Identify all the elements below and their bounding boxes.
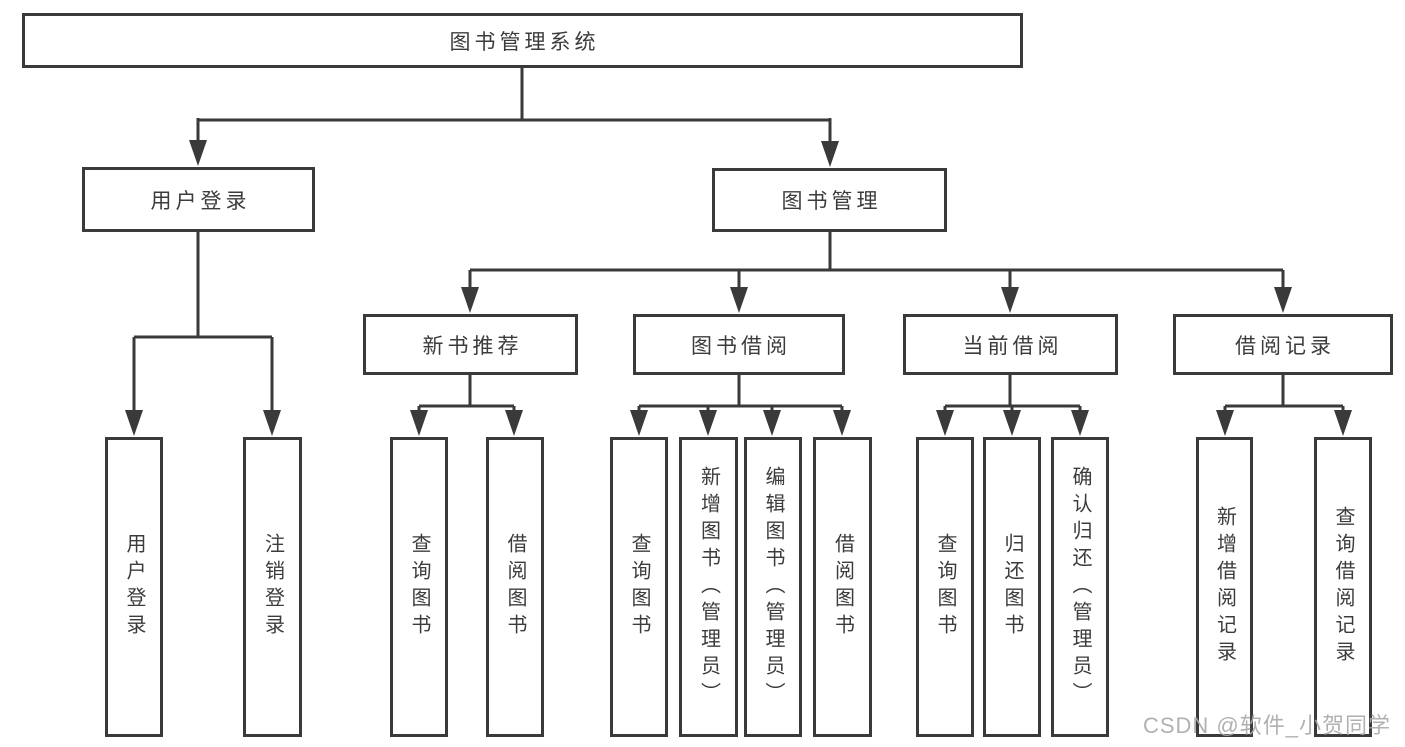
- leaf-user-login-label: 用户登录: [123, 533, 145, 641]
- node-library-system-label: 图书管理系统: [449, 30, 600, 54]
- leaf-edit-books-admin-label: 编辑图书（管理员）: [762, 465, 784, 709]
- leaf-query-books-2: 查询图书: [610, 437, 668, 737]
- node-user-login-label: 用户登录: [150, 189, 251, 213]
- leaf-return-books: 归还图书: [983, 437, 1041, 737]
- leaf-query-books-2-label: 查询图书: [628, 533, 650, 641]
- leaf-logout-label: 注销登录: [261, 533, 284, 641]
- node-borrow-records: 借阅记录: [1173, 314, 1393, 375]
- node-book-management: 图书管理: [712, 168, 947, 232]
- leaf-add-borrow-record-label: 新增借阅记录: [1213, 506, 1236, 668]
- node-book-borrow: 图书借阅: [633, 314, 845, 375]
- node-new-book-recommend: 新书推荐: [363, 314, 578, 375]
- leaf-edit-books-admin: 编辑图书（管理员）: [744, 437, 802, 737]
- node-current-borrow-label: 当前借阅: [962, 334, 1063, 358]
- node-current-borrow: 当前借阅: [903, 314, 1118, 375]
- leaf-add-books-admin: 新增图书（管理员）: [679, 437, 738, 737]
- node-book-management-label: 图书管理: [781, 190, 882, 213]
- leaf-user-login: 用户登录: [105, 437, 163, 737]
- leaf-confirm-return-admin: 确认归还（管理员）: [1051, 437, 1109, 737]
- leaf-query-borrow-record-label: 查询借阅记录: [1332, 506, 1354, 668]
- node-user-login: 用户登录: [82, 167, 315, 232]
- leaf-borrow-books-2: 借阅图书: [813, 437, 872, 737]
- node-borrow-records-label: 借阅记录: [1235, 334, 1335, 358]
- node-library-system: 图书管理系统: [22, 13, 1023, 68]
- leaf-query-books-1: 查询图书: [390, 437, 448, 737]
- leaf-borrow-books-2-label: 借阅图书: [831, 533, 854, 641]
- csdn-watermark: CSDN @软件_小贺同学: [1142, 713, 1391, 738]
- leaf-return-books-label: 归还图书: [1001, 533, 1023, 641]
- leaf-logout: 注销登录: [243, 437, 302, 737]
- node-book-borrow-label: 图书借阅: [691, 334, 791, 358]
- leaf-borrow-books-1-label: 借阅图书: [504, 533, 526, 641]
- leaf-query-books-3-label: 查询图书: [934, 533, 956, 641]
- node-new-book-recommend-label: 新书推荐: [422, 334, 523, 358]
- leaf-query-books-1-label: 查询图书: [408, 533, 430, 641]
- leaf-query-borrow-record: 查询借阅记录: [1314, 437, 1372, 737]
- leaf-add-borrow-record: 新增借阅记录: [1196, 437, 1253, 737]
- leaf-confirm-return-admin-label: 确认归还（管理员）: [1069, 465, 1091, 709]
- leaf-query-books-3: 查询图书: [916, 437, 974, 737]
- leaf-add-books-admin-label: 新增图书（管理员）: [697, 465, 720, 709]
- leaf-borrow-books-1: 借阅图书: [486, 437, 544, 737]
- connector-arrowheads: [125, 140, 1352, 436]
